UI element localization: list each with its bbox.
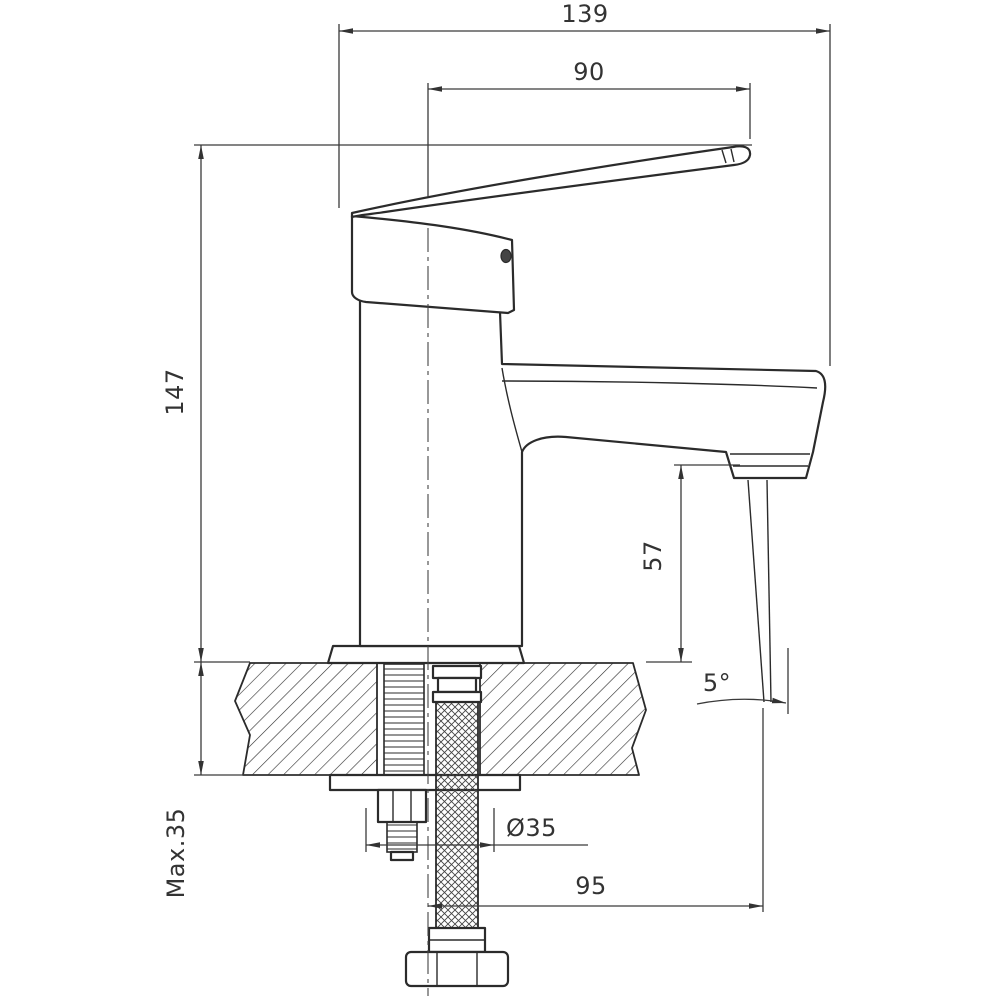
stream-angle-label: 5° xyxy=(703,669,731,697)
faucet-body xyxy=(326,145,827,665)
counter-right-slab xyxy=(479,662,647,776)
mounting-stud-threads-lower xyxy=(386,821,418,853)
counter-left-slab xyxy=(234,662,378,776)
overall-width-label: 139 xyxy=(561,0,608,28)
escutcheon-base xyxy=(326,644,526,665)
angle-arc xyxy=(696,697,787,705)
body-spout-junction-line xyxy=(501,367,523,453)
lever-tip-detail xyxy=(721,149,727,164)
hose-fitting-ridge xyxy=(431,664,483,680)
spout-reach-label: 95 xyxy=(575,872,607,900)
lever-tip-detail xyxy=(730,148,735,163)
stream-line-left xyxy=(747,479,765,703)
spout-clearance-label: 57 xyxy=(639,540,667,572)
hose-end-nut xyxy=(404,950,510,988)
under-counter-hardware xyxy=(328,663,522,988)
hose-fitting-ridge xyxy=(431,690,483,704)
dimension-overall-width: 139 xyxy=(338,0,831,366)
handle-screw xyxy=(500,248,512,264)
body-height-label: 147 xyxy=(161,368,189,415)
dimension-spout-reach: 95 xyxy=(428,708,764,912)
lever-handle xyxy=(350,145,752,219)
max-mounting-thickness-label: Max.35 xyxy=(162,808,190,899)
dimension-max-mounting-thickness: Max.35 xyxy=(162,662,330,898)
hose-fitting-ridge xyxy=(436,676,478,694)
mounting-stud-threads-upper xyxy=(383,663,425,776)
flexible-hose-braid xyxy=(435,701,479,929)
base-diameter-label: Ø35 xyxy=(506,814,557,842)
dimension-handle-span: 90 xyxy=(427,58,751,197)
handle-span-label: 90 xyxy=(573,58,605,86)
dimension-body-height: 147 xyxy=(161,144,752,663)
dimension-base-diameter: Ø35 xyxy=(365,808,588,852)
dimension-stream-angle: 5° xyxy=(696,648,789,714)
mounting-washer-plate xyxy=(328,773,522,792)
mounting-stud-tip xyxy=(389,850,415,862)
body-and-spout xyxy=(358,298,827,648)
dimension-spout-clearance: 57 xyxy=(639,464,740,663)
water-stream xyxy=(747,479,772,703)
handle-base xyxy=(350,214,516,315)
spout-top-band-line xyxy=(501,380,818,389)
mounting-nut xyxy=(376,788,428,824)
stream-line-right xyxy=(766,479,772,703)
